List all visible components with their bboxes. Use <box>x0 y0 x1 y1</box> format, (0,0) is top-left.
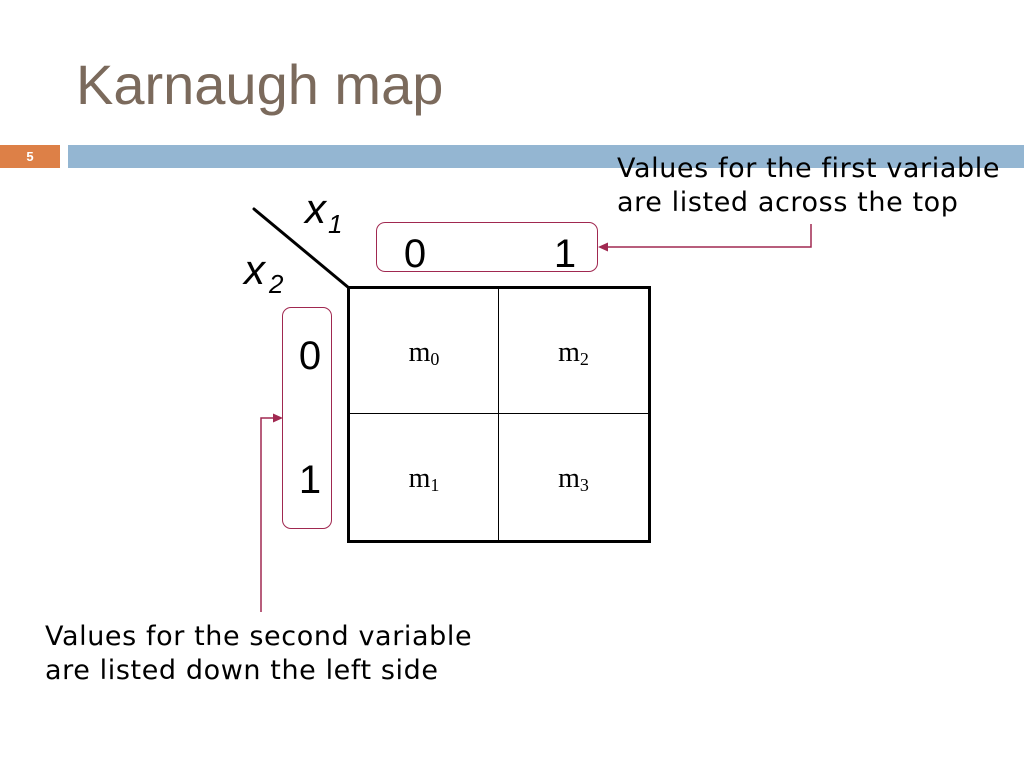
callout-second-variable-line-2: are listed down the left side <box>45 655 439 686</box>
callout-first-variable-line-1: Values for the first variable <box>617 153 1001 184</box>
minterm-index: 2 <box>579 348 589 369</box>
column-values-highlight-frame <box>376 222 598 272</box>
row-value-1: 1 <box>298 458 322 502</box>
callout-arrow-first-variable <box>598 224 812 252</box>
column-variable-subscript: 1 <box>328 209 343 239</box>
minterm-index: 3 <box>579 474 589 495</box>
column-variable-label: x 1 <box>305 188 351 238</box>
row-variable-name: x <box>244 246 265 293</box>
callout-first-variable: Values for the first variable are listed… <box>617 152 1000 220</box>
row-variable-label: x 2 <box>244 249 290 299</box>
header-accent-bar <box>68 145 1024 168</box>
callout-second-variable: Values for the second variable are liste… <box>45 620 472 688</box>
column-value-1: 1 <box>553 232 577 276</box>
minterm-symbol: m <box>408 337 431 368</box>
callout-arrow-second-variable <box>260 413 283 612</box>
slide-number: 5 <box>26 149 34 164</box>
slide-title: Karnaugh map <box>76 53 444 116</box>
row-value-0: 0 <box>298 334 322 378</box>
column-values-header: 0 1 <box>376 222 598 276</box>
column-variable-name: x <box>305 185 326 232</box>
callout-arrow-line <box>260 417 274 612</box>
minterm-index: 1 <box>430 474 440 495</box>
minterm-symbol: m <box>408 463 431 494</box>
slide-number-badge: 5 <box>0 145 60 168</box>
minterm-index: 0 <box>430 348 440 369</box>
row-values-header: 0 1 <box>282 307 332 529</box>
column-value-0: 0 <box>403 232 427 276</box>
callout-first-variable-line-2: are listed across the top <box>617 187 959 218</box>
minterm-symbol: m <box>558 337 580 368</box>
callout-arrow-line <box>606 224 812 248</box>
row-variable-subscript: 2 <box>269 269 284 299</box>
callout-second-variable-line-1: Values for the second variable <box>45 621 473 652</box>
minterm-symbol: m <box>558 463 580 494</box>
arrowhead-left-icon <box>598 242 608 252</box>
